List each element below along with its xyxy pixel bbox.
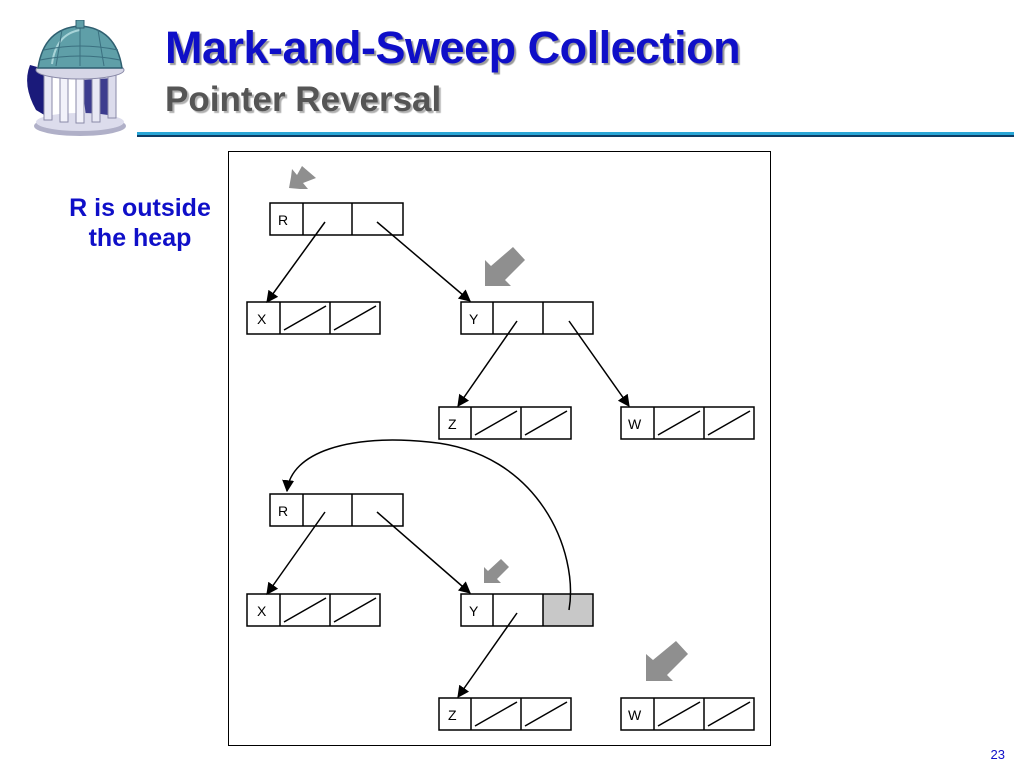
node-label: Y	[469, 603, 479, 619]
edge-y-z	[457, 612, 518, 698]
diagram-bottom: R X Y	[246, 439, 755, 731]
old-well-icon	[22, 19, 132, 140]
logo	[22, 19, 132, 140]
node-y: Y	[460, 593, 594, 627]
node-w: W	[620, 697, 755, 731]
diagram-top: R X Y	[246, 166, 755, 440]
node-y: Y	[460, 301, 594, 335]
side-note: R is outside the heap	[40, 193, 240, 253]
node-label: X	[257, 603, 267, 619]
node-label: W	[628, 707, 642, 723]
edge-y-z	[457, 320, 518, 407]
node-z: Z	[438, 406, 572, 440]
edge-r-x	[266, 511, 326, 595]
edge-y-r-reversed	[282, 439, 572, 611]
node-label: W	[628, 416, 642, 432]
slide-title: Mark-and-Sweep Collection	[165, 22, 741, 73]
page-number: 23	[990, 747, 1005, 762]
edge-r-y	[376, 221, 471, 302]
diagram-panel: R X Y	[228, 151, 771, 746]
node-r: R	[269, 202, 404, 236]
node-r: R	[269, 493, 404, 527]
node-label: Y	[469, 311, 479, 327]
slide-subtitle: Pointer Reversal	[165, 80, 442, 119]
side-note-line-2: the heap	[88, 224, 192, 252]
node-label: R	[278, 503, 288, 519]
node-label: Z	[448, 416, 457, 432]
marker-arrow-icon	[484, 559, 509, 583]
node-label: R	[278, 212, 288, 228]
side-note-line-1: R is outside	[69, 194, 211, 222]
node-x: X	[246, 593, 381, 627]
node-label: X	[257, 311, 267, 327]
node-label: Z	[448, 707, 457, 723]
marker-arrow-icon	[289, 166, 316, 189]
title-divider	[137, 132, 1014, 137]
node-z: Z	[438, 697, 572, 731]
pointer-reversal-diagram: R X Y	[246, 166, 755, 731]
node-w: W	[620, 406, 755, 440]
marker-arrow-icon	[646, 641, 688, 681]
edge-r-x	[266, 221, 326, 303]
highlighted-field	[543, 594, 593, 626]
marker-arrow-icon	[485, 247, 525, 286]
edge-y-w	[568, 320, 630, 407]
node-x: X	[246, 301, 381, 335]
edge-r-y	[376, 511, 471, 594]
